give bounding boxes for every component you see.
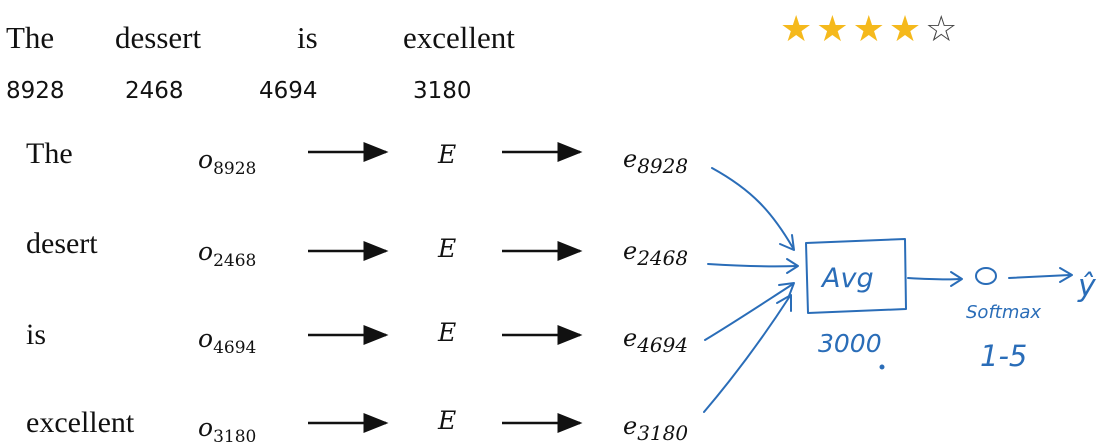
embedding-matrix-4: E bbox=[438, 406, 457, 435]
softmax-label: Softmax bbox=[966, 302, 1041, 323]
ink-arrowhead-3 bbox=[778, 282, 795, 297]
onehot-vector-3: o4694 bbox=[198, 324, 257, 358]
embedding-matrix-2: E bbox=[438, 234, 457, 263]
sentence-word-4: excellent bbox=[403, 20, 515, 55]
ink-arrowhead-2 bbox=[786, 258, 799, 274]
ink-arrow-1 bbox=[711, 167, 794, 249]
sentence-word-3: is bbox=[297, 20, 318, 55]
sentence-word-2: dessert bbox=[115, 20, 202, 55]
embedding-vector-1: e8928 bbox=[623, 145, 689, 178]
onehot-vector-2: o2468 bbox=[198, 237, 257, 271]
star-empty-icon: ☆ bbox=[925, 9, 958, 50]
ink-arrow-to-output bbox=[1008, 274, 1071, 279]
word-index-3: 4694 bbox=[259, 78, 318, 104]
star-filled-icon: ★ bbox=[780, 9, 813, 50]
sentence-word-1: The bbox=[6, 20, 55, 55]
row-word-1: The bbox=[26, 137, 73, 170]
ink-dot bbox=[879, 364, 885, 370]
star-filled-icon: ★ bbox=[888, 9, 922, 50]
ink-arrowhead-output bbox=[1059, 267, 1073, 283]
softmax-node bbox=[975, 267, 997, 285]
embedding-matrix-1: E bbox=[438, 140, 457, 169]
dimension-label: 3000 bbox=[818, 329, 882, 358]
word-index-4: 3180 bbox=[413, 78, 472, 104]
ink-arrow-to-softmax bbox=[907, 277, 961, 281]
output-yhat: ŷ bbox=[1077, 269, 1097, 304]
star-filled-icon: ★ bbox=[816, 9, 849, 50]
embedding-vector-3: e4694 bbox=[623, 324, 689, 357]
row-word-2: desert bbox=[26, 227, 98, 260]
star-filled-icon: ★ bbox=[852, 9, 885, 50]
range-label: 1-5 bbox=[980, 339, 1027, 373]
row-word-3: is bbox=[26, 318, 47, 351]
avg-label: Avg bbox=[820, 263, 874, 294]
embedding-matrix-3: E bbox=[438, 318, 457, 347]
avg-box bbox=[805, 238, 907, 314]
row-word-4: excellent bbox=[26, 406, 135, 439]
word-index-2: 2468 bbox=[125, 78, 184, 104]
onehot-vector-4: o3180 bbox=[198, 413, 257, 447]
ink-arrow-4 bbox=[703, 295, 791, 413]
star-rating: ★ ★ ★ ★ ☆ bbox=[780, 12, 957, 48]
onehot-vector-1: o8928 bbox=[198, 145, 257, 179]
embedding-vector-2: e2468 bbox=[623, 237, 689, 270]
ink-arrowhead-4 bbox=[776, 294, 792, 312]
ink-arrowhead-softmax bbox=[950, 271, 963, 287]
ink-arrowhead-1 bbox=[779, 234, 795, 251]
ink-arrow-2 bbox=[707, 263, 798, 268]
embedding-vector-4: e3180 bbox=[623, 412, 689, 445]
ink-arrow-3 bbox=[704, 283, 794, 341]
word-index-1: 8928 bbox=[6, 78, 65, 104]
